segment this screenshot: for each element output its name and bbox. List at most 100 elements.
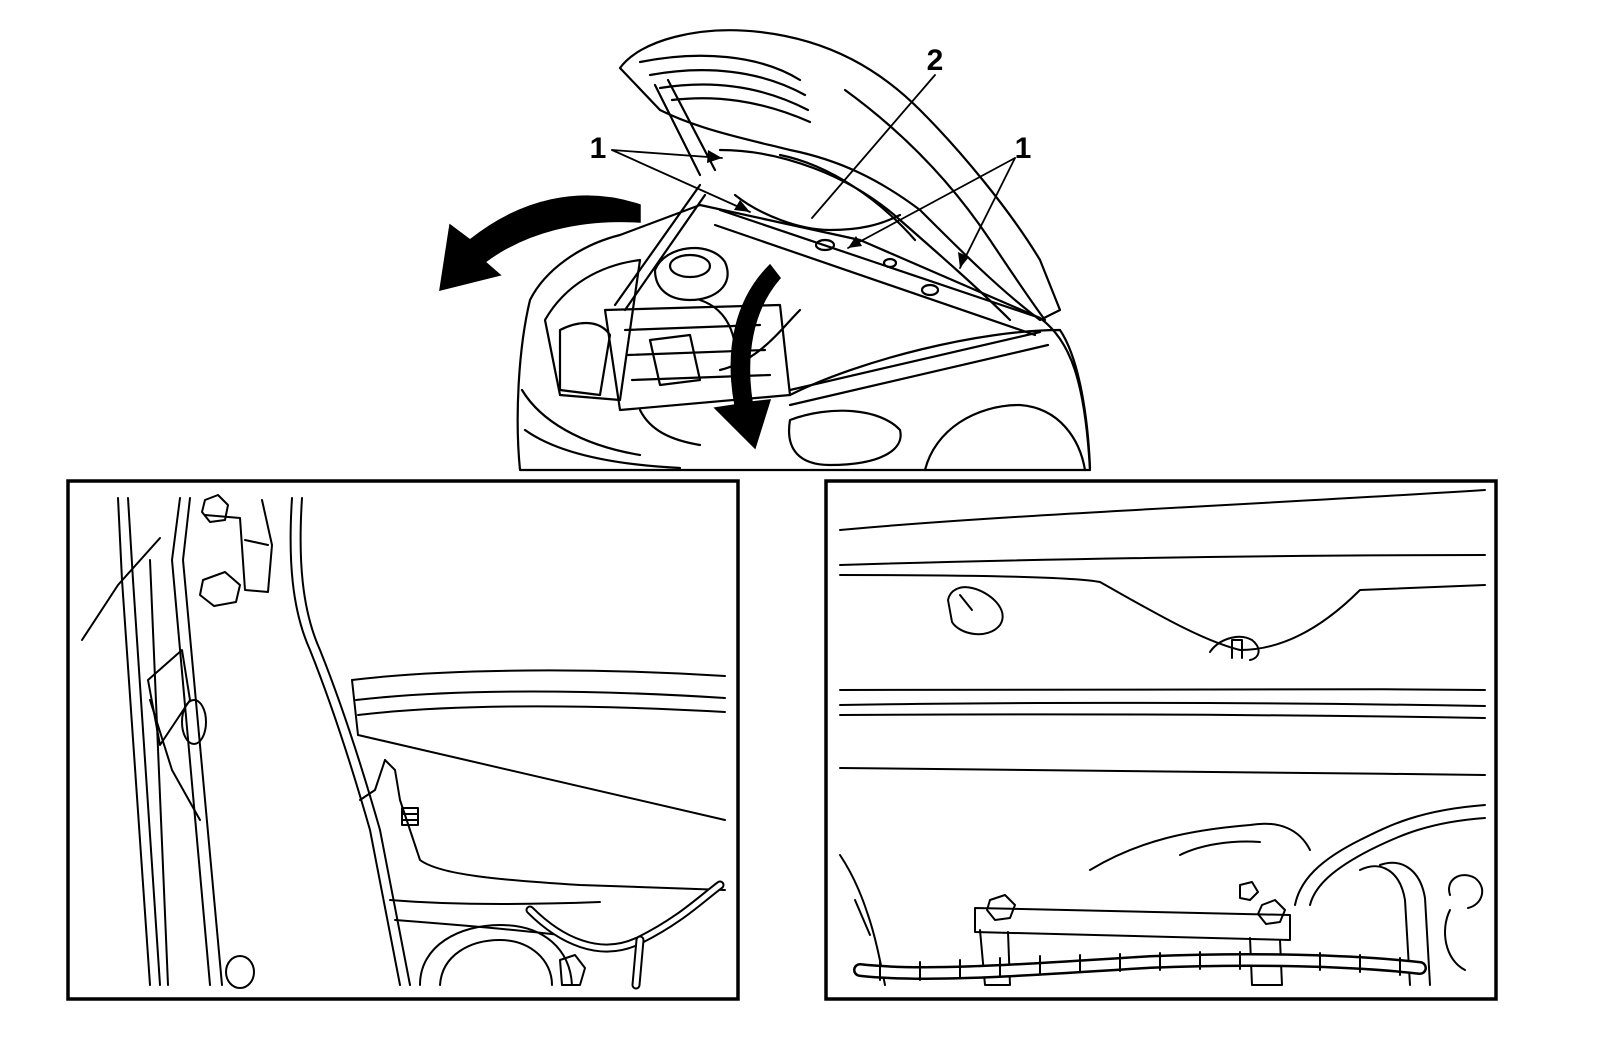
coolant-tube <box>1294 804 1486 906</box>
hood-edge <box>839 701 1486 707</box>
hood-hinge <box>653 83 702 177</box>
cowl-panel <box>718 208 1042 320</box>
insulator-retainer-clip <box>1209 635 1260 661</box>
lower-panel <box>389 899 601 906</box>
hood-rib <box>670 97 812 124</box>
hood-edge <box>839 574 1486 651</box>
pillar-edge <box>182 497 223 986</box>
hood-rib <box>638 54 802 82</box>
insulator-retainer-clip <box>959 594 973 611</box>
hose-end <box>1444 909 1466 971</box>
bolt-head <box>199 571 241 607</box>
right-headlamp <box>787 409 902 467</box>
insulator-edge <box>384 759 726 891</box>
bolt-head <box>225 955 255 989</box>
insulator-retainer-clip <box>947 586 1004 636</box>
hood-prop-rod <box>623 193 707 312</box>
left-bracket <box>854 899 871 936</box>
hood-molding <box>357 734 726 821</box>
pillar-edge <box>81 537 161 641</box>
cowl-panel <box>788 330 1042 392</box>
right-fender <box>788 328 1092 470</box>
right-wheel-arch <box>923 403 1087 472</box>
pillar-bracket <box>149 699 201 821</box>
retainer-clip <box>559 954 586 986</box>
hood-edge <box>839 713 1486 719</box>
hood-inner-edge <box>778 153 917 242</box>
wiring-harness <box>855 955 1425 978</box>
leader-arrowheads <box>707 150 969 268</box>
support-bracket <box>979 929 1011 986</box>
arrowhead <box>958 252 969 268</box>
detail-frame-left <box>66 479 740 1001</box>
hood-edge <box>839 767 1486 776</box>
left-detail-linework <box>81 494 726 990</box>
bolt-head <box>986 894 1016 921</box>
bumper-lower <box>523 428 682 470</box>
callout-number: 1 <box>590 132 607 165</box>
hood-prop-rod <box>613 183 702 307</box>
retainer-stud <box>1231 639 1243 659</box>
hood-molding <box>357 705 726 716</box>
mount-bracket <box>204 499 273 593</box>
hood-molding <box>351 669 726 681</box>
insulator-retainer <box>814 238 836 252</box>
bolt-head <box>201 494 229 523</box>
engine-cover <box>1089 822 1311 871</box>
callout-leaders <box>611 74 1016 269</box>
strut-mount <box>668 253 712 279</box>
bolt-head <box>1257 899 1286 925</box>
fender-edge <box>299 497 411 986</box>
leader-line-1d <box>959 157 1016 269</box>
hood-molding <box>355 690 726 701</box>
bolt-head <box>181 699 207 745</box>
bolt-head <box>1239 881 1259 901</box>
left-headlamp <box>558 322 612 397</box>
harness-wrap <box>879 951 1401 981</box>
engine-cover <box>1179 840 1261 856</box>
leader-line-1b <box>611 149 751 213</box>
lower-panel <box>394 919 561 936</box>
cowl-panel <box>788 343 1050 407</box>
rotate-arrow-left <box>439 195 641 292</box>
hood-rib <box>658 83 810 112</box>
callout-number: 1 <box>1015 132 1032 165</box>
wiring-harness <box>633 937 643 988</box>
engine-bracket <box>648 333 702 387</box>
detail-view-left <box>66 479 740 1001</box>
leader-line-2 <box>811 74 936 219</box>
arrowhead <box>707 150 722 163</box>
coolant-tube <box>1379 861 1431 986</box>
arrowhead <box>848 236 862 248</box>
hood-molding <box>351 679 359 736</box>
hood-insulator <box>733 193 902 232</box>
fender-edge <box>289 497 401 986</box>
bumper-left <box>520 388 642 457</box>
pillar-edge <box>149 559 169 986</box>
arrowhead <box>734 200 750 212</box>
hood-hinge <box>666 78 717 172</box>
leader-line-1a <box>611 149 723 159</box>
coolant-tube <box>1359 865 1411 986</box>
coolant-tube <box>1309 817 1486 906</box>
cowl-panel <box>713 223 1037 337</box>
wiring <box>638 408 702 447</box>
detail-frame-right <box>824 479 1498 1001</box>
leader-line-1c <box>847 157 1016 249</box>
car-front-body <box>516 203 1092 472</box>
pillar-bracket <box>147 649 191 746</box>
hood-rib <box>648 69 807 97</box>
left-fender <box>543 258 642 402</box>
strut-tower <box>653 247 729 302</box>
wheel-well <box>419 924 573 986</box>
pillar-edge <box>127 497 161 986</box>
hood-edge <box>839 489 1486 531</box>
radiator-support <box>603 303 792 412</box>
mount-bracket <box>244 539 269 546</box>
hood-panel <box>618 29 1062 322</box>
rotate-arrow-down <box>713 263 781 450</box>
hood-edge <box>839 554 1486 566</box>
callout-number: 2 <box>927 44 944 77</box>
right-detail-linework <box>839 489 1486 986</box>
